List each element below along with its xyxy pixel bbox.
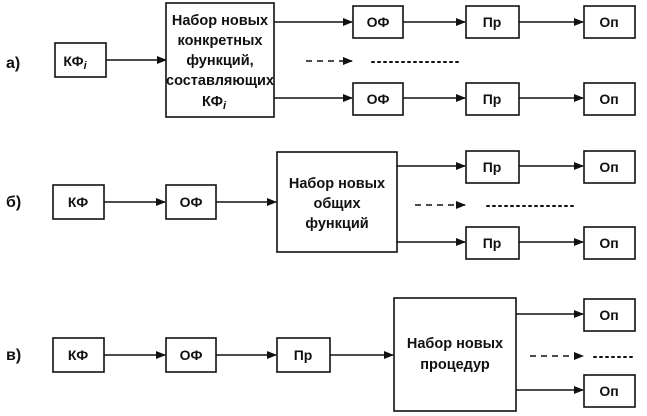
box-set-a-line2: конкретных <box>178 33 263 49</box>
box-set-a: Набор новых конкретных функций, составля… <box>165 2 275 118</box>
box-op2-b-text: Оп <box>599 235 618 251</box>
row-b: б) КФ ОФ Набор новых общих функций Пр О <box>6 150 636 260</box>
box-set-a-line4: составляющих <box>166 73 274 89</box>
box-of-b: ОФ <box>165 184 217 220</box>
box-pr2-a: Пр <box>465 82 520 116</box>
box-pr1-a: Пр <box>465 5 520 39</box>
box-kf-a-text: КФi <box>63 53 87 72</box>
box-kf-c-text: КФ <box>68 347 88 363</box>
box-pr-c: Пр <box>276 337 331 373</box>
box-pr1-a-text: Пр <box>483 14 502 30</box>
box-set-a-line1: Набор новых <box>172 13 268 29</box>
box-op2-a-text: Оп <box>599 91 618 107</box>
box-op1-c: Оп <box>583 298 636 332</box>
box-op1-b-text: Оп <box>599 159 618 175</box>
box-set-c-line1: Набор новых <box>407 336 503 352</box>
box-set-a-line5: КФi <box>202 94 227 112</box>
box-of2-a: ОФ <box>352 82 404 116</box>
box-pr2-b: Пр <box>465 226 520 260</box>
box-pr1-b: Пр <box>465 150 520 184</box>
box-op1-b: Оп <box>583 150 636 184</box>
row-a: а) КФi Набор новых конкретных функций, с… <box>6 2 636 118</box>
box-pr2-a-text: Пр <box>483 91 502 107</box>
box-of-c-text: ОФ <box>180 347 203 363</box>
box-of-b-text: ОФ <box>180 194 203 210</box>
box-set-c: Набор новых процедур <box>393 297 517 412</box>
row-label-b: б) <box>6 194 21 211</box>
box-set-b-line3: функций <box>305 216 368 232</box>
box-set-a-line3: функций, <box>186 53 253 69</box>
row-c: в) КФ ОФ Пр Набор новых процедур Оп <box>6 297 637 412</box>
box-set-b: Набор новых общих функций <box>276 151 398 253</box>
box-op1-a-text: Оп <box>599 14 618 30</box>
box-pr-c-text: Пр <box>294 347 313 363</box>
box-op2-c: Оп <box>583 374 636 408</box>
box-op2-a: Оп <box>583 82 636 116</box>
box-kf-c: КФ <box>52 337 105 373</box>
box-op1-a: Оп <box>583 5 636 39</box>
box-set-b-line1: Набор новых <box>289 176 385 192</box>
box-op1-c-text: Оп <box>599 307 618 323</box>
box-set-c-line2: процедур <box>420 357 490 373</box>
box-pr2-b-text: Пр <box>483 235 502 251</box>
box-pr1-b-text: Пр <box>483 159 502 175</box>
row-label-a: а) <box>6 55 20 72</box>
box-op2-c-text: Оп <box>599 383 618 399</box>
box-set-b-line2: общих <box>313 196 360 212</box>
box-kf-a: КФi <box>54 42 107 78</box>
box-of1-a-text: ОФ <box>367 14 390 30</box>
box-kf-b-text: КФ <box>68 194 88 210</box>
box-kf-b: КФ <box>52 184 105 220</box>
box-op2-b: Оп <box>583 226 636 260</box>
row-label-c: в) <box>6 347 21 364</box>
box-of2-a-text: ОФ <box>367 91 390 107</box>
box-of-c: ОФ <box>165 337 217 373</box>
box-of1-a: ОФ <box>352 5 404 39</box>
